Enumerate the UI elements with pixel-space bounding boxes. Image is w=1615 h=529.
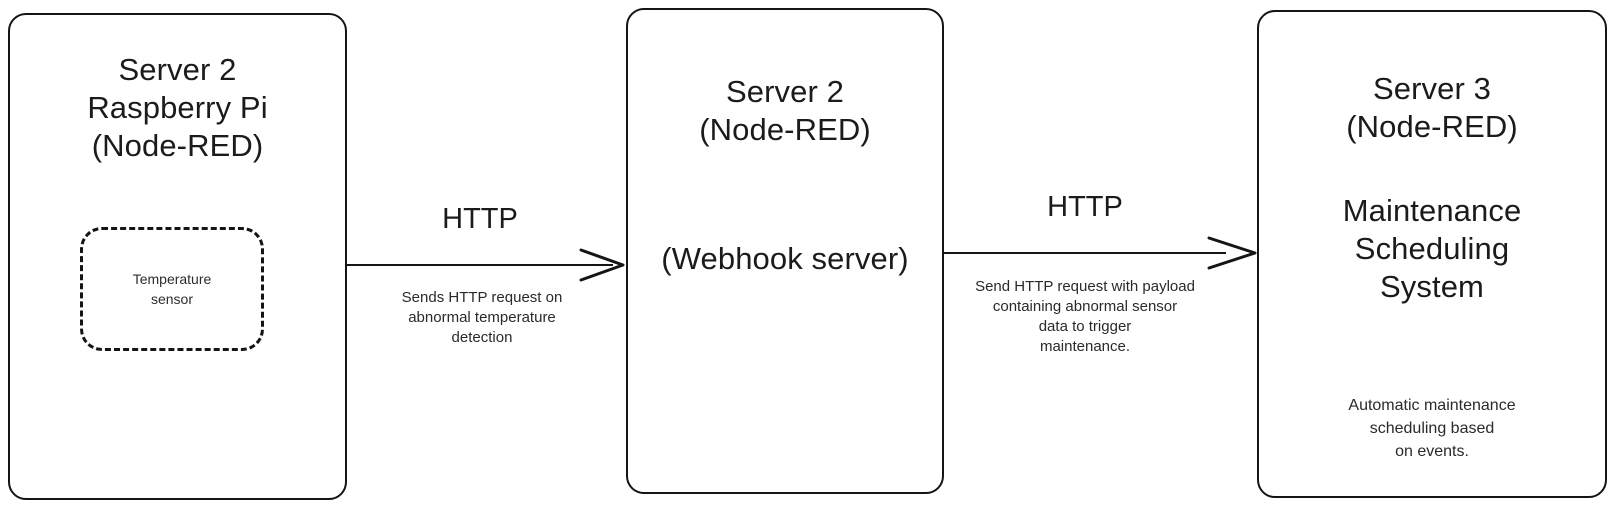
connector-pi-to-webhook-line	[347, 264, 613, 266]
node-server3-maintenance[interactable]: Server 3 (Node-RED) Maintenance Scheduli…	[1257, 10, 1607, 498]
node-server2-webhook-title: Server 2 (Node-RED)	[699, 74, 871, 147]
connector-pi-to-webhook-caption: Sends HTTP request on abnormal temperatu…	[401, 289, 563, 346]
node-server3-maintenance-title: Server 3 (Node-RED)	[1346, 71, 1518, 144]
connector-webhook-to-maintenance-line	[944, 252, 1226, 254]
connector-pi-to-webhook-label: HTTP	[442, 203, 518, 235]
temperature-sensor-box[interactable]: Temperature sensor	[80, 227, 264, 351]
node-server2-raspberry-pi[interactable]: Server 2 Raspberry Pi (Node-RED) Tempera…	[8, 13, 347, 500]
node-server2-webhook-subtitle: (Webhook server)	[661, 241, 909, 276]
node-server3-maintenance-subtitle: Maintenance Scheduling System	[1342, 193, 1522, 304]
node-server3-maintenance-note: Automatic maintenance scheduling based o…	[1348, 397, 1516, 460]
temperature-sensor-label: Temperature sensor	[132, 271, 212, 307]
node-server2-raspberry-pi-title: Server 2 Raspberry Pi (Node-RED)	[87, 52, 268, 163]
node-server2-webhook[interactable]: Server 2 (Node-RED) (Webhook server)	[626, 8, 944, 494]
connector-webhook-to-maintenance-caption: Send HTTP request with payload containin…	[975, 278, 1195, 355]
connector-webhook-to-maintenance-label: HTTP	[1047, 191, 1123, 223]
